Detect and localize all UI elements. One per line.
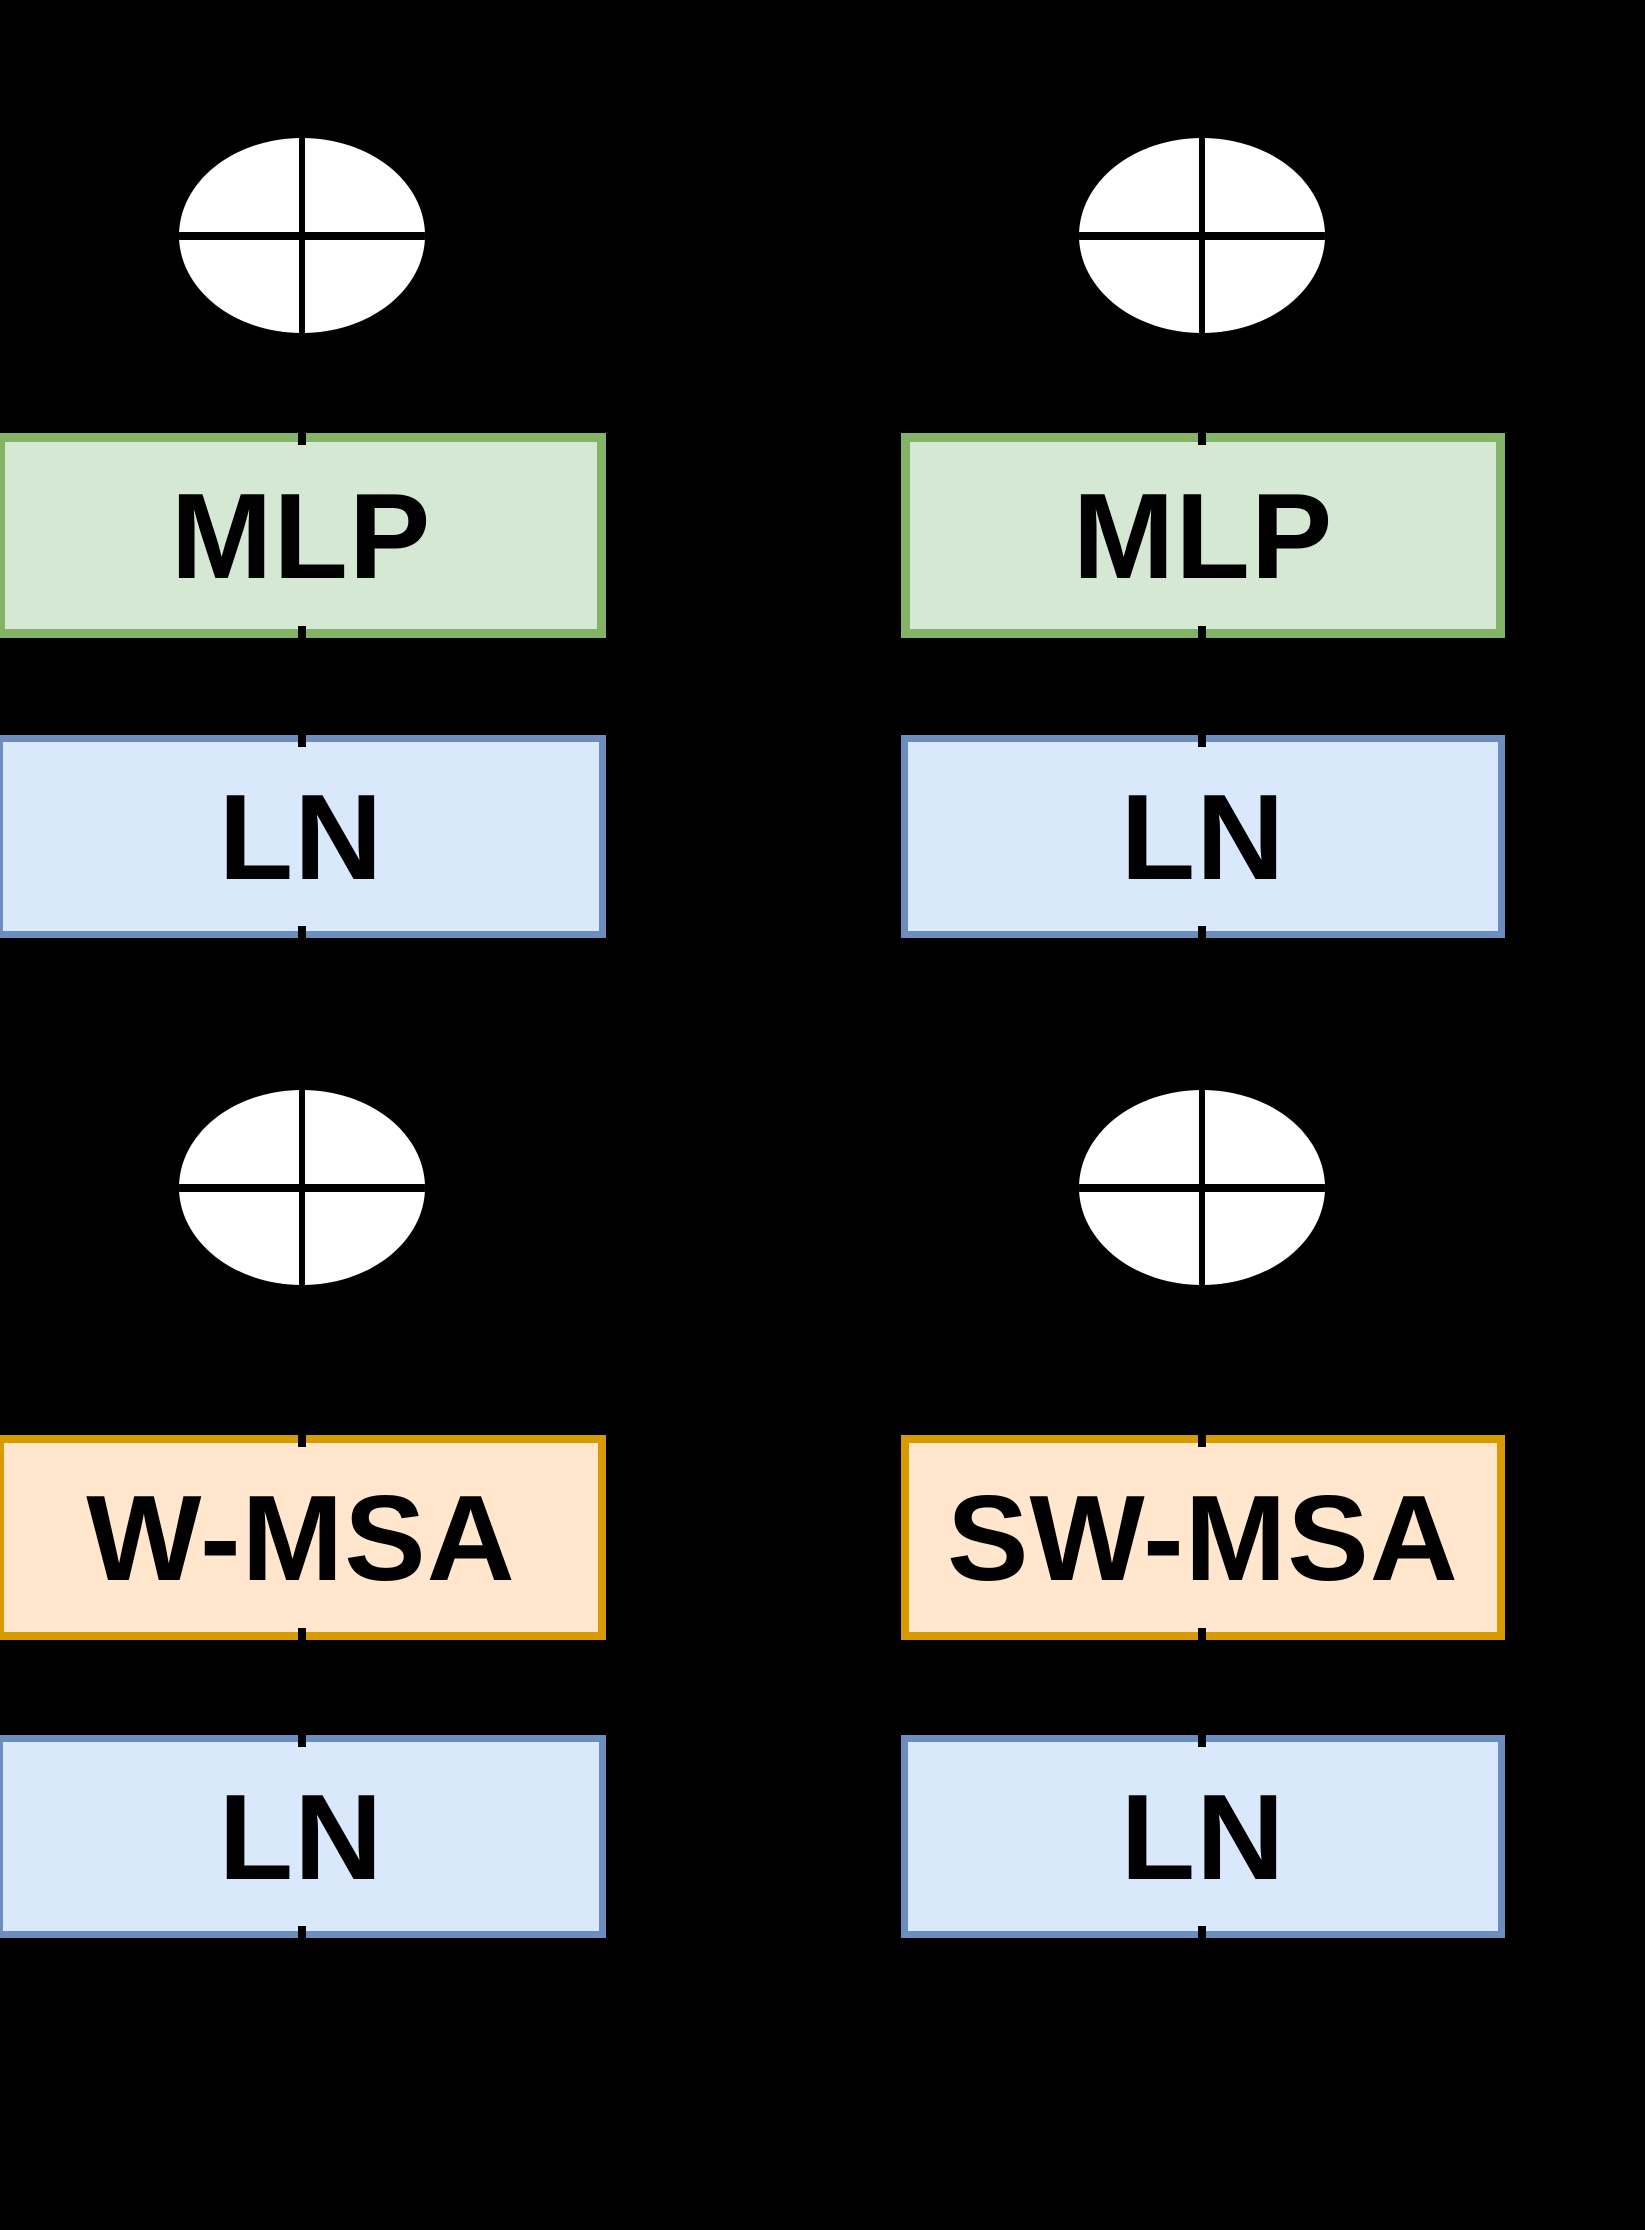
mlp-label-left: MLP [170,467,432,604]
w-msa-box: W-MSA [0,1435,606,1640]
add-icon [1079,1090,1325,1285]
w-msa-label: W-MSA [86,1469,516,1606]
ln-box-upper-left: LN [0,735,606,938]
mlp-label-right: MLP [1072,467,1334,604]
add-icon [179,1090,425,1285]
ln-label-lower-left: LN [218,1768,384,1905]
add-icon [179,138,425,333]
arrowhead-tick [298,1431,306,1447]
arrowhead-tick [1198,926,1206,942]
ln-box-upper-right: LN [901,735,1505,938]
sw-msa-label: SW-MSA [947,1469,1459,1606]
arrowhead-tick [1198,626,1206,642]
sw-msa-box: SW-MSA [901,1435,1505,1640]
ln-box-lower-right: LN [901,1735,1505,1938]
arrowhead-tick [1198,1926,1206,1942]
add-icon-horizontal-bar [1079,231,1325,240]
mlp-box-left: MLP [0,433,606,638]
arrowhead-tick [298,1628,306,1644]
ln-box-lower-left: LN [0,1735,606,1938]
arrowhead-tick [1198,429,1206,445]
arrowhead-tick [1198,1431,1206,1447]
arrowhead-tick [298,1731,306,1747]
arrowhead-tick [1198,1628,1206,1644]
arrowhead-tick [298,1926,306,1942]
ln-label-upper-left: LN [218,768,384,905]
add-icon-horizontal-bar [1079,1183,1325,1192]
mlp-box-right: MLP [901,433,1505,638]
arrowhead-tick [298,926,306,942]
arrowhead-tick [1198,1731,1206,1747]
add-icon [1079,138,1325,333]
arrowhead-tick [298,731,306,747]
ln-label-lower-right: LN [1120,1768,1286,1905]
add-icon-horizontal-bar [179,231,425,240]
arrowhead-tick [1198,731,1206,747]
ln-label-upper-right: LN [1120,768,1286,905]
add-icon-horizontal-bar [179,1183,425,1192]
arrowhead-tick [298,626,306,642]
arrowhead-tick [298,429,306,445]
